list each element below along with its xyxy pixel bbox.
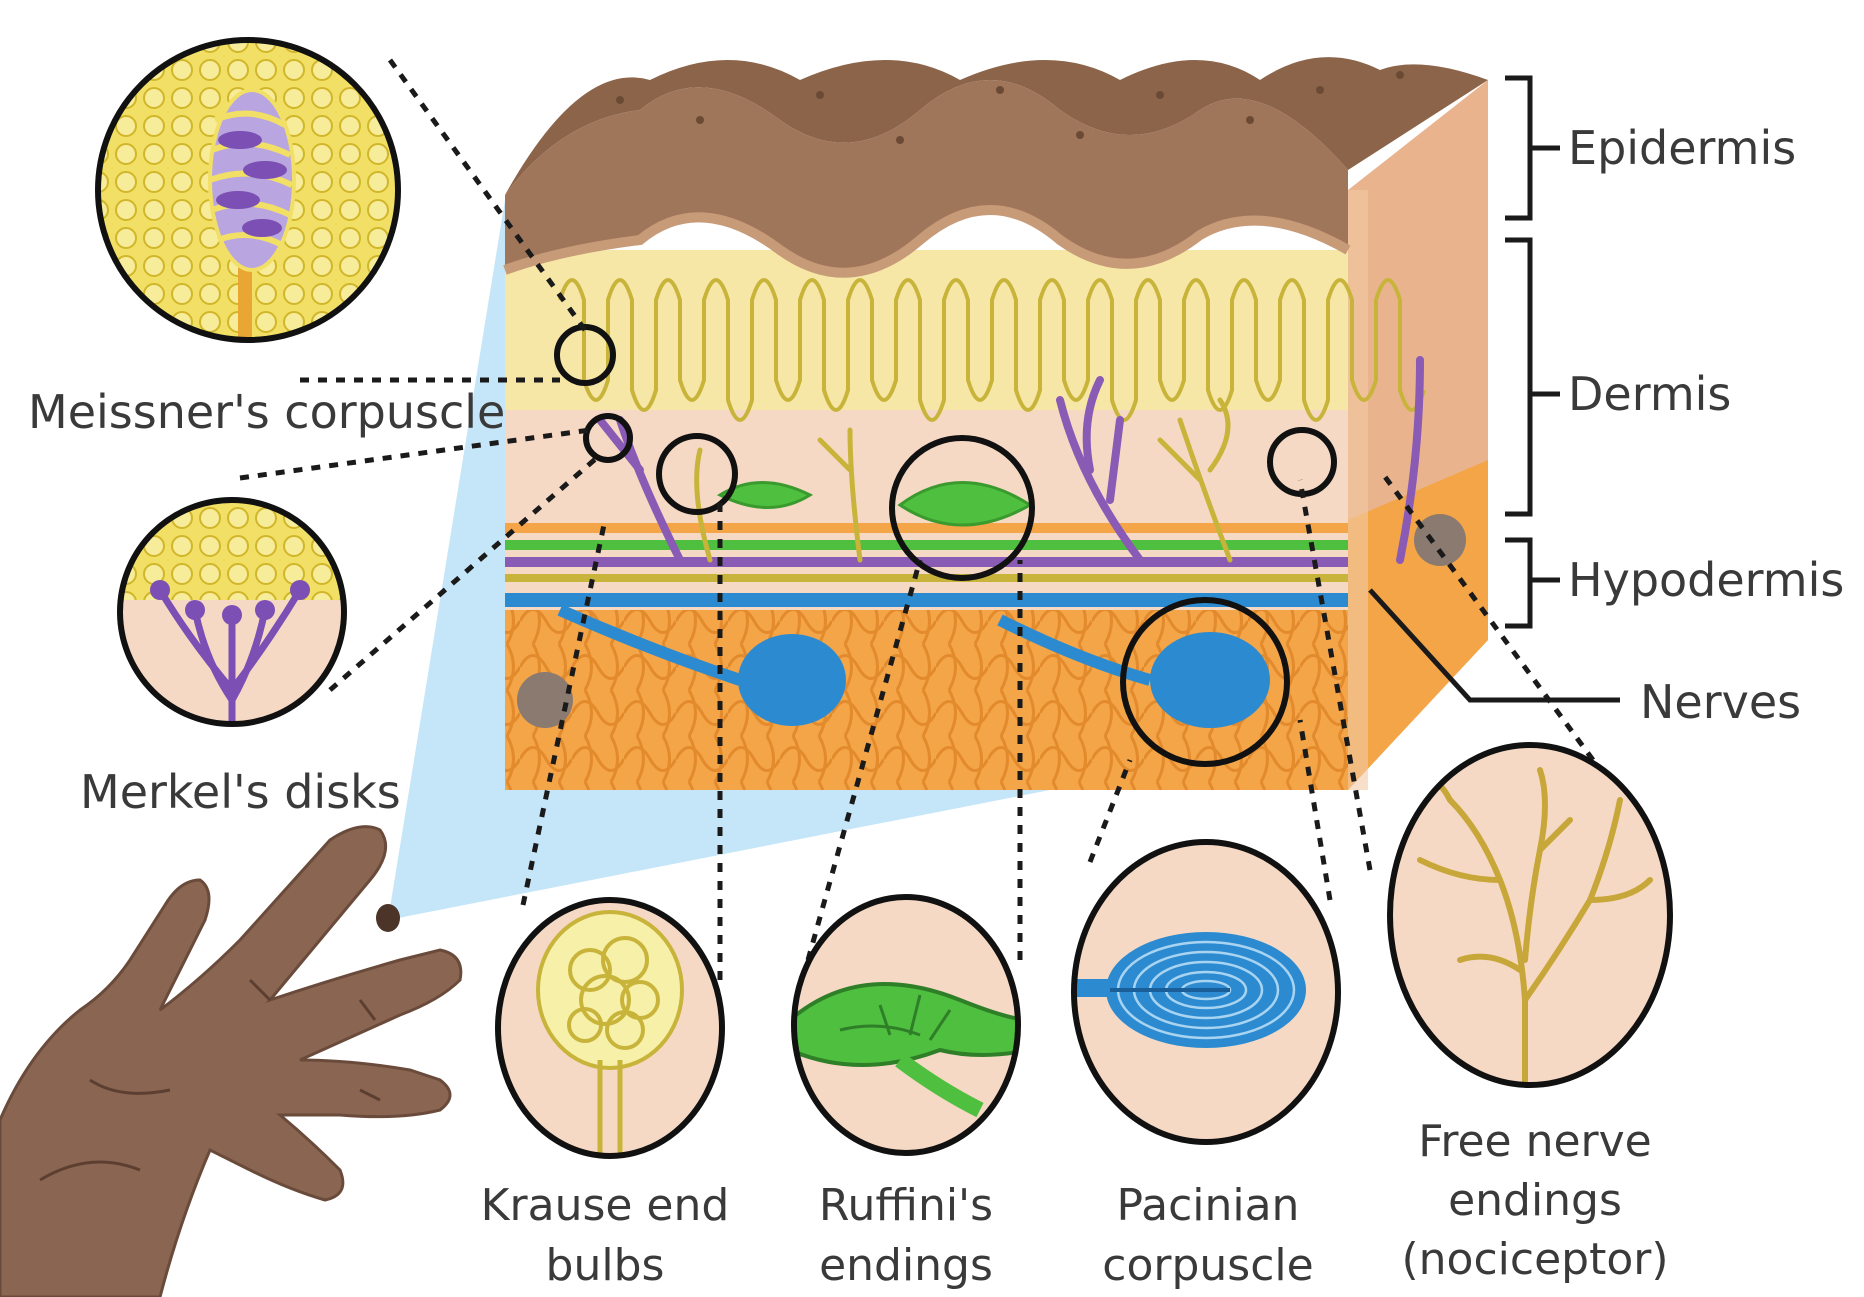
nerves-label: Nerves [1640,675,1801,729]
free-nerve-label-line1: Free nerve [1418,1116,1652,1167]
meissner-disc [98,40,398,360]
pacinian-label-line2: corpuscle [1102,1240,1313,1291]
skin-block [505,57,1488,790]
ruffini-label-line2: endings [819,1240,993,1291]
pacinian-disc [1074,842,1338,1142]
hypodermis-label: Hypodermis [1568,553,1844,607]
ruffini-disc [790,897,1030,1153]
krause-disc [498,900,722,1160]
krause-label-line1: Krause end [481,1180,730,1231]
krause-label-line2: bulbs [546,1240,665,1291]
meissner-label: Meissner's corpuscle [28,385,505,439]
merkel-label: Merkel's disks [80,765,401,819]
epidermis-label: Epidermis [1568,121,1796,175]
free-nerve-label-line2: endings [1448,1175,1622,1226]
free-nerve-label-line3: (nociceptor) [1401,1234,1668,1285]
free-nerve-disc [1390,745,1670,1090]
merkel-disc [110,490,360,730]
ruffini-label-line1: Ruffini's [819,1180,993,1231]
dermis-label: Dermis [1568,367,1731,421]
pacinian-label-line1: Pacinian [1117,1180,1300,1231]
